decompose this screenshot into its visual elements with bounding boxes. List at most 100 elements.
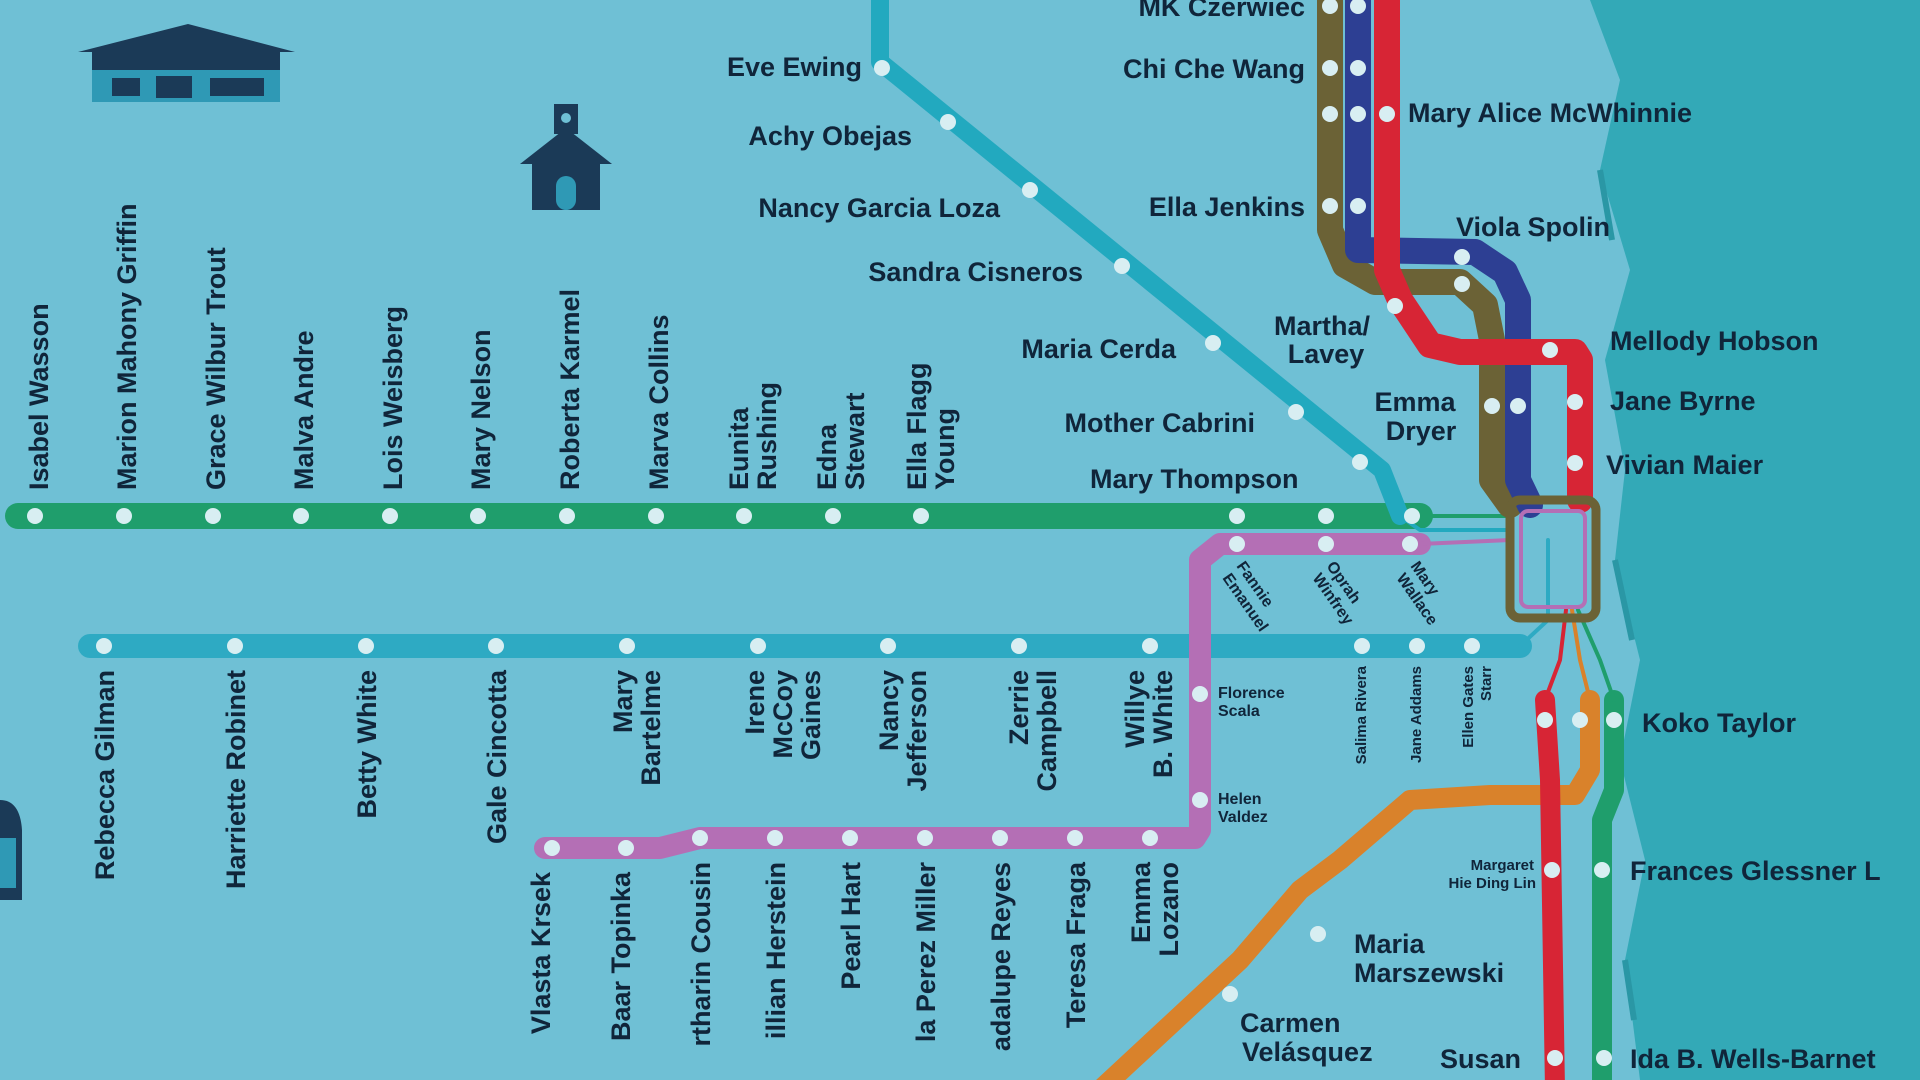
station-green — [27, 508, 43, 524]
label-vivian-maier: Vivian Maier — [1606, 450, 1764, 480]
label-margaret-hie-ding-lin-1: Margaret — [1471, 857, 1534, 874]
station-red — [1544, 862, 1560, 878]
station-pink — [1318, 536, 1334, 552]
label-nancy-garcia-loza: Nancy Garcia Loza — [758, 193, 1001, 223]
the-loop-inner — [1519, 509, 1587, 609]
station-teal — [940, 114, 956, 130]
station-blue — [1354, 638, 1370, 654]
station-blue — [750, 638, 766, 654]
label-roberta-karmel: Roberta Karmel — [555, 289, 585, 490]
label-ellen-gates-starr-2: Starr — [1478, 666, 1495, 701]
label-irene-mccoy-gaines-3: Gaines — [796, 670, 826, 760]
label-edna-stewart-2: Stewart — [840, 392, 870, 490]
the-loop — [1505, 495, 1601, 623]
red-line-south — [1535, 690, 1565, 1080]
label-eunita-rushing-2: Rushing — [752, 382, 782, 490]
station-pink — [1229, 536, 1245, 552]
label-maria-cerda: Maria Cerda — [1021, 334, 1177, 364]
station-pink — [917, 830, 933, 846]
station-red — [1379, 106, 1395, 122]
station-green — [470, 508, 486, 524]
station-brown — [1322, 198, 1338, 214]
label-ida-b-wells: Ida B. Wells-Barnet — [1630, 1044, 1876, 1074]
station-pink — [767, 830, 783, 846]
label-rtharin-cousin: rtharin Cousin — [686, 862, 716, 1047]
station-pink — [1067, 830, 1083, 846]
station-green — [1404, 508, 1420, 524]
label-mellody-hobson: Mellody Hobson — [1610, 326, 1819, 356]
label-viola-spolin: Viola Spolin — [1456, 212, 1610, 242]
label-nancy-jefferson-1: Nancy — [874, 670, 904, 751]
station-teal — [1022, 182, 1038, 198]
label-rebecca-gilman: Rebecca Gilman — [90, 670, 120, 880]
station-red — [1567, 394, 1583, 410]
label-ella-jenkins: Ella Jenkins — [1149, 192, 1305, 222]
station-blue — [96, 638, 112, 654]
label-zerrie-campbell-2: Campbell — [1032, 670, 1062, 792]
station-purple — [1510, 398, 1526, 414]
label-illian-herstein: illian Herstein — [761, 862, 791, 1039]
station-blue — [1409, 638, 1425, 654]
label-zerrie-campbell-1: Zerrie — [1004, 670, 1034, 745]
red-line — [1374, 0, 1593, 513]
station-green — [648, 508, 664, 524]
station-red — [1542, 342, 1558, 358]
label-mk-czerwiec: MK Czerwiec — [1138, 0, 1305, 22]
station-teal — [1352, 454, 1368, 470]
station-blue — [880, 638, 896, 654]
station-green-south — [1596, 1050, 1612, 1066]
station-teal — [1205, 335, 1221, 351]
station-green — [559, 508, 575, 524]
label-la-perez-miller: la Perez Miller — [911, 862, 941, 1043]
label-susan: Susan — [1440, 1044, 1521, 1074]
station-pink — [1192, 792, 1208, 808]
station-purple — [1350, 106, 1366, 122]
station-purple — [1350, 60, 1366, 76]
station-pink — [1192, 686, 1208, 702]
station-green — [825, 508, 841, 524]
pink-line-connector — [1418, 538, 1512, 546]
station-pink — [1142, 830, 1158, 846]
label-mary-thompson: Mary Thompson — [1090, 464, 1299, 494]
station-teal — [874, 60, 890, 76]
station-teal — [1114, 258, 1130, 274]
station-purple — [1350, 198, 1366, 214]
label-florence-scala-2: Scala — [1218, 703, 1260, 720]
station-green-south — [1594, 862, 1610, 878]
label-eve-ewing: Eve Ewing — [727, 52, 862, 82]
station-red — [1387, 298, 1403, 314]
label-ella-flagg-young-2: Young — [930, 408, 960, 490]
label-marva-collins: Marva Collins — [644, 314, 674, 490]
station-green — [116, 508, 132, 524]
station-blue — [488, 638, 504, 654]
label-jane-byrne: Jane Byrne — [1610, 386, 1756, 416]
label-vlasta-krsek: Vlasta Krsek — [526, 871, 556, 1034]
station-pink — [1402, 536, 1418, 552]
label-malva-andre: Malva Andre — [289, 330, 319, 490]
label-betty-white: Betty White — [352, 670, 382, 819]
label-mary-bartelme-1: Mary — [608, 670, 638, 733]
station-pink — [692, 830, 708, 846]
label-carmen-velasquez-1: Carmen — [1240, 1008, 1341, 1038]
label-willye-b-white-2: B. White — [1148, 670, 1178, 778]
station-green — [1318, 508, 1334, 524]
label-sandra-cisneros: Sandra Cisneros — [868, 257, 1083, 287]
label-isabel-wasson: Isabel Wasson — [24, 303, 54, 490]
label-grace-wilbur-trout: Grace Wilbur Trout — [201, 247, 231, 490]
station-orange — [1572, 712, 1588, 728]
station-green — [736, 508, 752, 524]
station-purple — [1350, 0, 1366, 14]
loop-connector-green — [1576, 608, 1616, 702]
shoreline-detail — [1597, 169, 1637, 1021]
label-emma-dryer-2: Dryer — [1386, 416, 1457, 446]
label-margaret-hie-ding-lin-2: Hie Ding Lin — [1449, 875, 1537, 892]
stations — [27, 0, 1622, 1066]
label-irene-mccoy-gaines-1: Irene — [740, 670, 770, 735]
station-red — [1547, 1050, 1563, 1066]
label-frances-glessner: Frances Glessner L — [1630, 856, 1881, 886]
station-green-south — [1606, 712, 1622, 728]
label-koko-taylor: Koko Taylor — [1642, 708, 1797, 738]
label-irene-mccoy-gaines-2: McCoy — [768, 670, 798, 759]
label-mother-cabrini: Mother Cabrini — [1064, 408, 1255, 438]
